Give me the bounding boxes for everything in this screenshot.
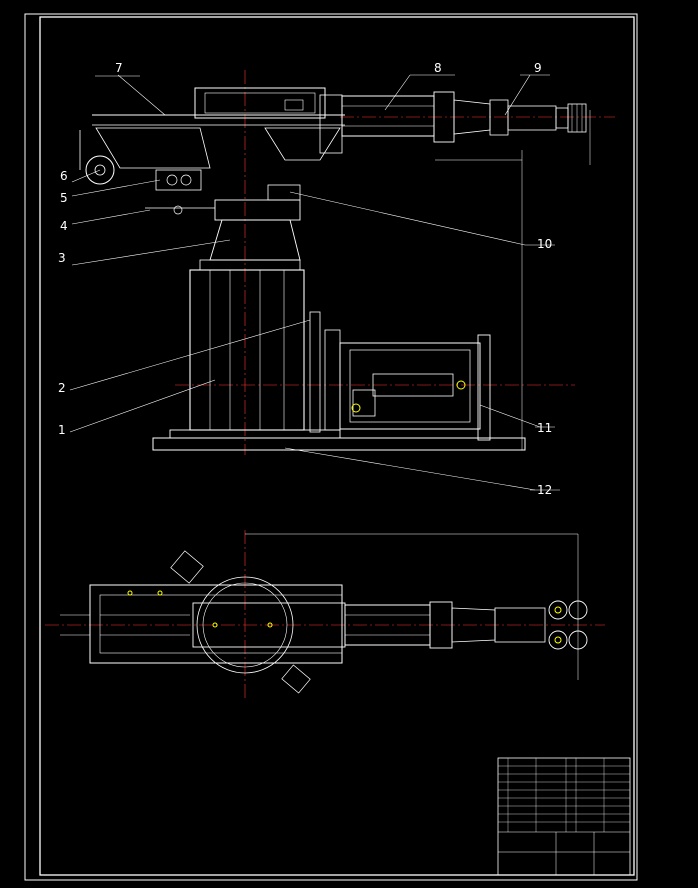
callout-7: 7 bbox=[115, 61, 123, 75]
callout-11: 11 bbox=[537, 421, 552, 435]
callout-9: 9 bbox=[534, 61, 542, 75]
side-view bbox=[79, 70, 615, 455]
title-block bbox=[497, 757, 631, 876]
callout-3: 3 bbox=[58, 251, 66, 265]
outer-frame bbox=[24, 13, 638, 881]
callout-4: 4 bbox=[60, 219, 68, 233]
callout-12: 12 bbox=[537, 483, 552, 497]
callout-5: 5 bbox=[60, 191, 68, 205]
callout-8: 8 bbox=[434, 61, 442, 75]
top-view bbox=[45, 530, 605, 700]
callout-6: 6 bbox=[60, 169, 68, 183]
callout-2: 2 bbox=[58, 381, 66, 395]
callout-1: 1 bbox=[58, 423, 66, 437]
callout-10: 10 bbox=[537, 237, 552, 251]
callout-leaders bbox=[69, 74, 560, 491]
inner-frame bbox=[39, 16, 635, 876]
